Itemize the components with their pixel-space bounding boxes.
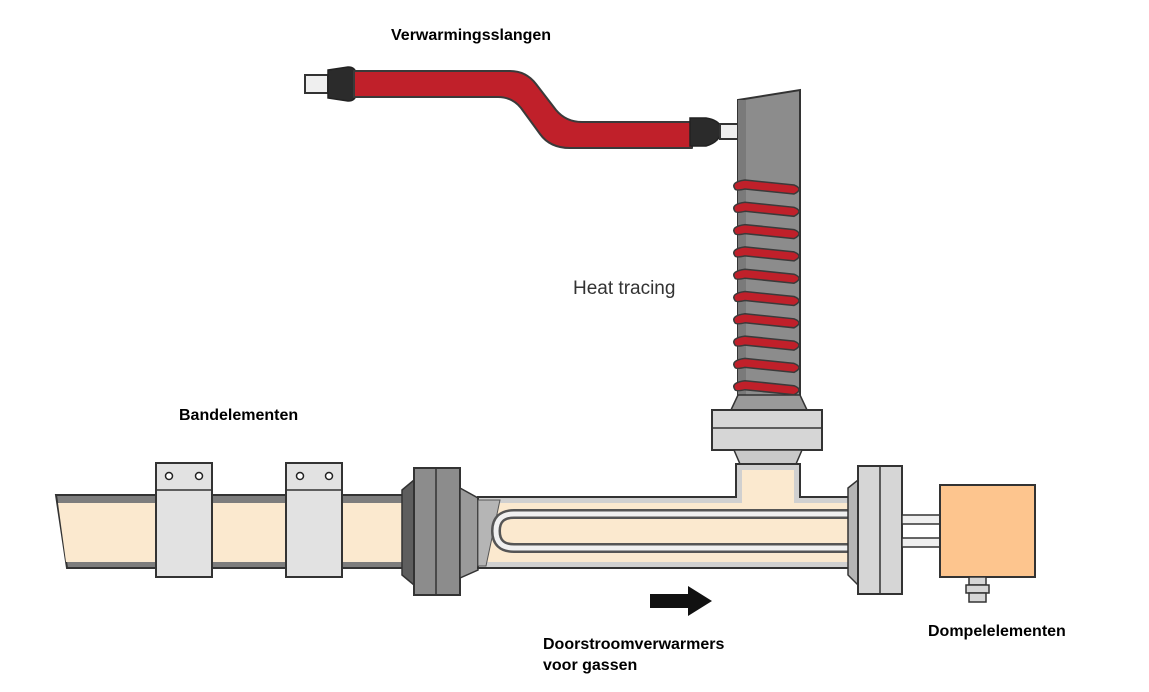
coil-turn (733, 379, 800, 396)
immersion-heater (901, 484, 1036, 603)
vertical-flange (711, 409, 823, 451)
coil-turn (733, 335, 800, 351)
heat-tracing-label: Heat tracing (573, 278, 676, 299)
coil-turn (733, 313, 800, 329)
band-heaters (155, 462, 343, 578)
clamp-bolt (324, 471, 334, 481)
coil-turn (733, 223, 800, 240)
flow-heaters-label-line2: voor gassen (543, 657, 638, 674)
clamp-bolt (194, 471, 204, 481)
coil-turn (733, 246, 800, 262)
hose-right-ferrule (689, 117, 723, 147)
heat-tracing-coil (733, 179, 800, 396)
clamp-bolt (164, 471, 174, 481)
vertical-pipe (711, 88, 823, 465)
flow-heaters-label-line1: Doorstroomverwarmers (543, 636, 725, 653)
band-elements-label: Bandelementen (179, 407, 299, 424)
coil-turn (733, 268, 800, 284)
flow-heater-left-flange (413, 467, 461, 596)
band-heater-clamp (155, 462, 213, 578)
immersion-elements-label: Dompelelementen (928, 623, 1066, 640)
hose-left-connector (304, 74, 329, 94)
hose-body (353, 70, 693, 149)
immersion-rod (901, 537, 943, 548)
coil-turn (733, 179, 800, 195)
immersion-terminal-box (939, 484, 1036, 578)
immersion-gland (968, 576, 987, 586)
coil-turn (733, 290, 800, 307)
flow-heater (401, 463, 903, 596)
band-heater-clamp (285, 462, 343, 578)
right-arrow-icon (650, 586, 712, 616)
hoses-label: Verwarmingsslangen (391, 27, 552, 44)
left-pipe (54, 494, 411, 569)
clamp-bolt (295, 471, 305, 481)
coil-turn (733, 357, 800, 374)
heating-hose (304, 66, 739, 149)
immersion-rod (901, 514, 943, 525)
coil-turn (733, 201, 800, 218)
hose-right-connector (719, 123, 739, 140)
hose-left-ferrule (327, 66, 357, 102)
